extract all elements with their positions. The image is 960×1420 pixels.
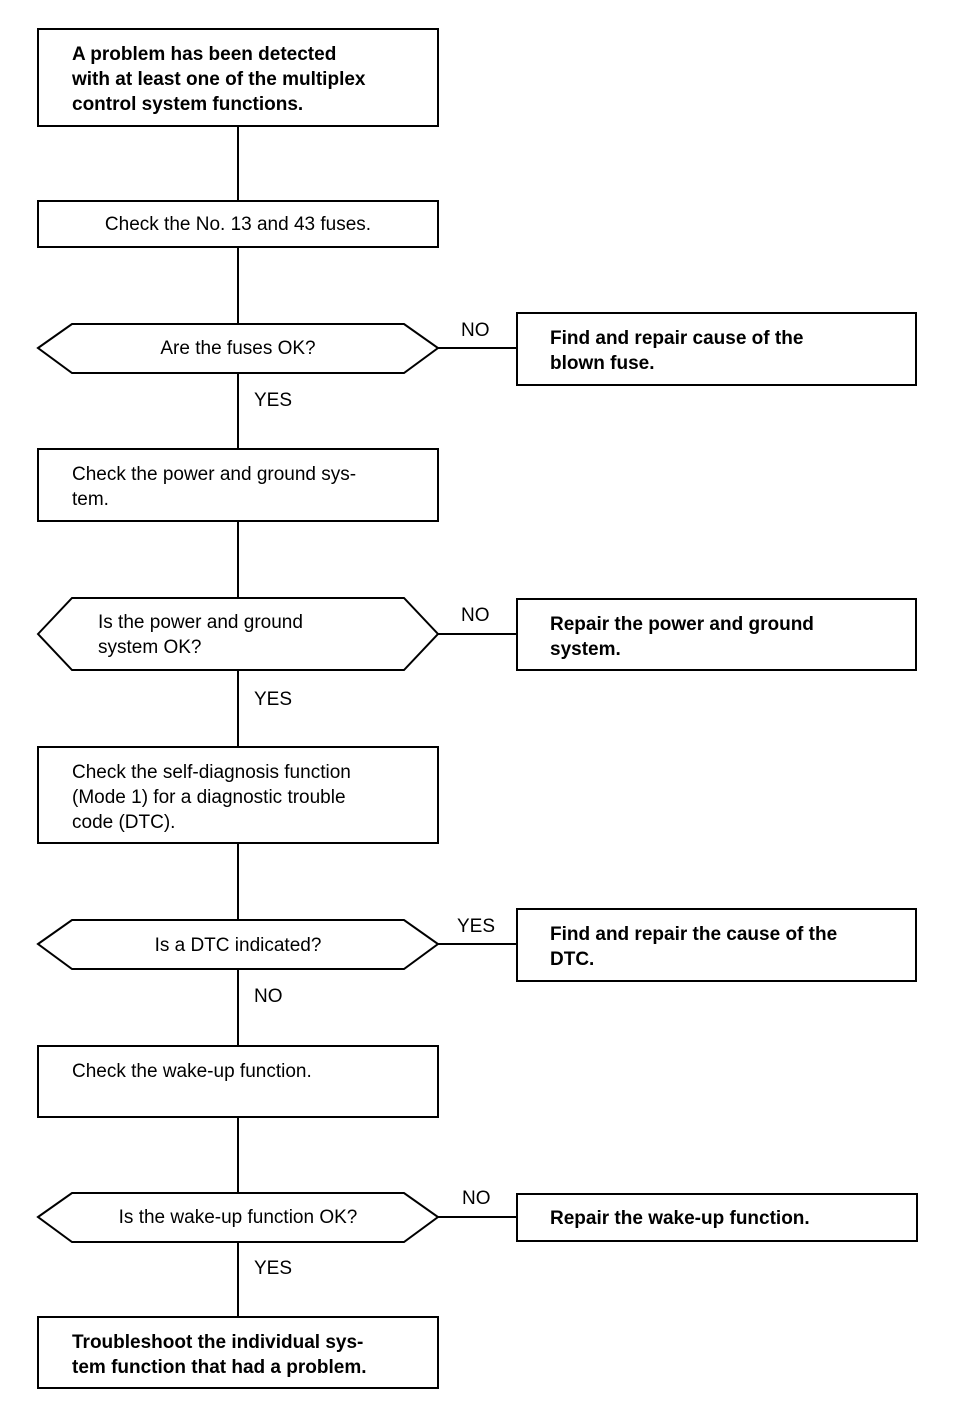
decision2-shape [36, 597, 440, 671]
decision2-text: Is the power and ground system OK? [98, 612, 303, 658]
step2-box [37, 448, 439, 522]
step4-box [37, 1045, 439, 1118]
decision3-text: Is a DTC indicated? [154, 935, 322, 956]
decision1-yes-label: YES [254, 390, 293, 411]
decision2-no-action-text: Repair the power and ground system. [550, 614, 814, 660]
step1-box [37, 200, 439, 248]
decision1-no-action-text: Find and repair cause of the blown fuse. [550, 328, 804, 374]
step4-text: Check the wake-up function. [72, 1061, 312, 1082]
step1-text: Check the No. 13 and 43 fuses. [104, 214, 372, 235]
decision2-yes-label: YES [254, 689, 293, 710]
decision4-text: Is the wake-up function OK? [118, 1207, 358, 1228]
decision4-no-action-text: Repair the wake-up function. [550, 1208, 810, 1229]
end-text: Troubleshoot the individual sys- tem fun… [72, 1332, 367, 1378]
end-box [37, 1316, 439, 1389]
decision1-shape [36, 323, 440, 374]
decision3-yes-action-box [516, 908, 917, 982]
decision1-no-action-box [516, 312, 917, 386]
start-text: A problem has been detected with at leas… [72, 44, 366, 115]
decision3-yes-label: YES [457, 916, 496, 937]
decision4-yes-label: YES [254, 1258, 293, 1279]
decision2-no-label: NO [461, 605, 490, 626]
step3-box [37, 746, 439, 844]
decision3-no-label: NO [254, 986, 283, 1007]
decision4-no-action-box [516, 1193, 918, 1242]
step3-text: Check the self-diagnosis function (Mode … [72, 762, 351, 833]
decision2-no-action-box [516, 598, 917, 671]
decision3-yes-action-text: Find and repair the cause of the DTC. [550, 924, 838, 970]
step2-text: Check the power and ground sys- tem. [72, 464, 357, 510]
decision1-no-label: NO [461, 320, 490, 341]
decision4-no-label: NO [462, 1188, 491, 1209]
decision1-text: Are the fuses OK? [160, 338, 316, 359]
start-box [37, 28, 439, 127]
decision3-shape [36, 919, 440, 970]
decision4-shape [36, 1192, 440, 1243]
